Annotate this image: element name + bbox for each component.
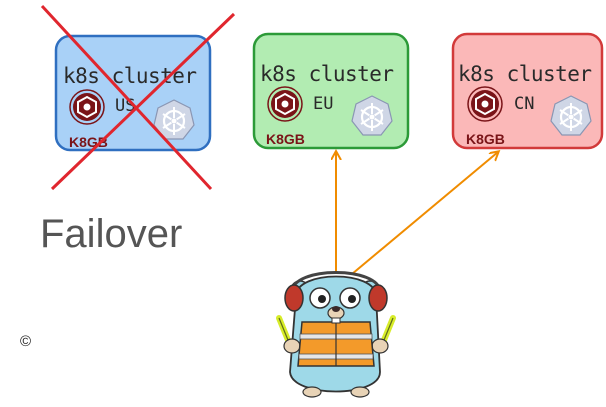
k8gb-logo-icon: [69, 89, 105, 125]
cluster-cn-k8gb-text: K8GB: [466, 131, 505, 147]
cluster-cn: k8s cluster CN K8GB: [451, 32, 604, 150]
cluster-us: k8s cluster US K8GB: [40, 4, 236, 191]
copyright-symbol: ©: [20, 333, 32, 350]
cluster-eu-k8gb-text: K8GB: [266, 131, 305, 147]
cluster-cn-region: CN: [514, 94, 534, 114]
cluster-us-label: k8s cluster: [63, 64, 197, 88]
k8gb-logo-icon: [267, 86, 303, 122]
cluster-eu-region: EU: [313, 94, 333, 114]
failure-cross-icon: [40, 4, 236, 191]
slide-title: Failover: [40, 212, 183, 256]
cluster-eu-label: k8s cluster: [260, 62, 394, 86]
cluster-eu: k8s cluster EU K8GB: [252, 32, 410, 150]
gopher-mascot-icon: [276, 271, 396, 398]
cluster-cn-label: k8s cluster: [458, 62, 592, 86]
arrow-to-cn: [351, 152, 498, 275]
k8gb-logo-icon: [467, 86, 503, 122]
